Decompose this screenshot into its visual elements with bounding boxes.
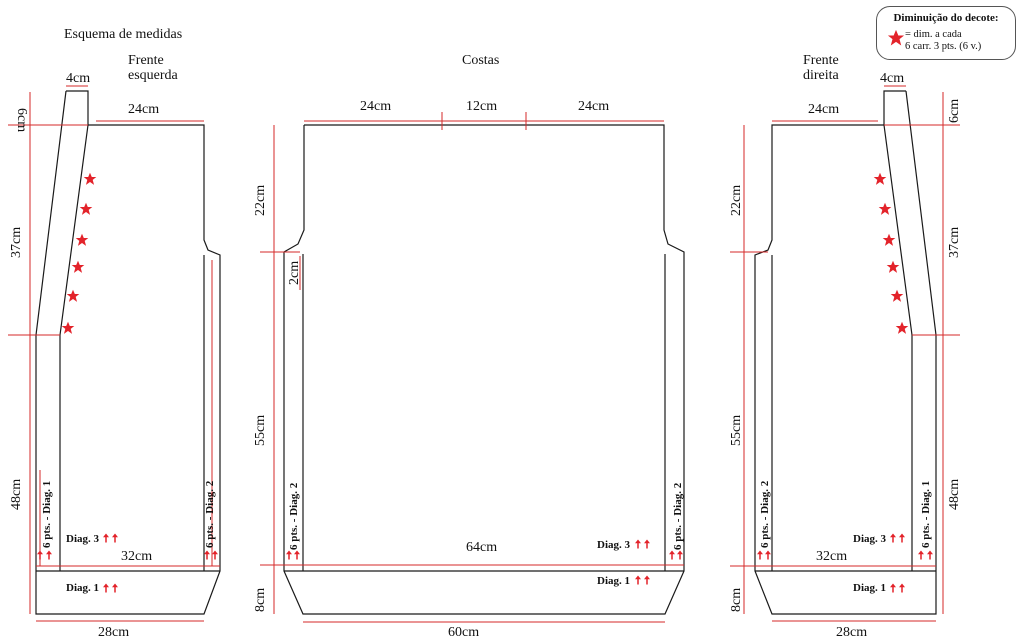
up-arrow-icon <box>757 550 763 560</box>
left-front-label-1: Frente <box>128 53 164 68</box>
red-star-icon <box>882 233 896 246</box>
legend-title: Diminuição do decote: <box>893 12 999 24</box>
back-piece: Costas 24cm 12cm 24cm 22cm 2cm 55cm 8cm … <box>253 53 685 638</box>
red-star-icon <box>66 289 80 302</box>
legend-line-1: = dim. a cada <box>905 29 962 40</box>
right-front-shoulder-width: 4cm <box>880 71 904 86</box>
back-left-shoulder: 24cm <box>360 99 391 114</box>
left-front-diag1-note: Diag. 1 <box>66 582 99 594</box>
up-arrow-icon <box>112 583 118 593</box>
up-arrow-icon <box>37 550 43 560</box>
up-arrow-icon <box>212 550 218 560</box>
up-arrow-icon <box>635 539 641 549</box>
back-armhole-shaping: 2cm <box>287 261 302 285</box>
up-arrow-icon <box>103 533 109 543</box>
left-front-top-width: 24cm <box>128 102 159 117</box>
right-front-shoulder-height: 6cm <box>947 99 962 123</box>
right-front-rib-height: 8cm <box>729 588 744 612</box>
red-star-icon <box>79 202 93 215</box>
back-outline <box>283 124 685 615</box>
up-arrow-icon <box>112 533 118 543</box>
back-armhole-height: 22cm <box>253 185 268 216</box>
back-right-note: 6 pts. - Diag. 2 <box>672 482 684 550</box>
up-arrow-icon <box>635 575 641 585</box>
left-front-neck-line <box>59 124 89 571</box>
up-arrow-icon <box>204 550 210 560</box>
back-hem-width: 64cm <box>466 540 497 555</box>
back-rib-height: 8cm <box>253 588 268 612</box>
up-arrow-icon <box>286 550 292 560</box>
back-neck-width: 12cm <box>466 99 497 114</box>
red-star-icon <box>61 321 75 334</box>
back-body-height: 55cm <box>253 415 268 446</box>
up-arrow-icon <box>644 539 650 549</box>
left-front-rib-top-width: 32cm <box>121 549 152 564</box>
right-front-edge-note: 6 pts. - Diag. 1 <box>920 481 932 548</box>
left-front-side-note: 6 pts. - Diag. 2 <box>204 480 216 548</box>
right-front-armhole-height: 22cm <box>729 185 744 216</box>
right-front-label-1: Frente <box>803 53 839 68</box>
up-arrow-icon <box>669 550 675 560</box>
up-arrow-icon <box>677 550 683 560</box>
legend-line-2: 6 carr. 3 pts. (6 v.) <box>905 41 982 52</box>
right-front-diag1-note: Diag. 1 <box>853 582 886 594</box>
up-arrow-icon <box>918 550 924 560</box>
neckline-decrease-legend: Diminuição do decote: = dim. a cada 6 ca… <box>876 6 1016 60</box>
up-arrow-icon <box>890 533 896 543</box>
right-front-rib-top-width: 32cm <box>816 549 847 564</box>
right-front-diag3-note: Diag. 3 <box>853 533 887 545</box>
right-front-bottom-width: 28cm <box>836 625 867 638</box>
diagram-title: Esquema de medidas <box>64 27 182 42</box>
up-arrow-icon <box>899 533 905 543</box>
left-front-neck-height: 37cm <box>9 227 24 258</box>
back-label: Costas <box>462 53 499 68</box>
left-front-piece: Frente esquerda 4cm 24cm 6cm 37cm 48cm 3… <box>8 53 221 638</box>
up-arrow-icon <box>103 583 109 593</box>
up-arrow-icon <box>899 583 905 593</box>
red-star-icon <box>71 260 85 273</box>
right-front-side-note: 6 pts. - Diag. 2 <box>759 480 771 548</box>
up-arrow-icon <box>46 550 52 560</box>
left-front-shoulder-width: 4cm <box>66 71 90 86</box>
right-front-body-height: 48cm <box>947 479 962 510</box>
red-star-icon <box>895 321 909 334</box>
left-front-label-2: esquerda <box>128 68 179 83</box>
red-star-icon <box>878 202 892 215</box>
back-left-note: 6 pts. - Diag. 2 <box>288 482 300 550</box>
red-star-icon <box>83 172 97 185</box>
left-front-bottom-width: 28cm <box>98 625 129 638</box>
left-front-edge-note: 6 pts. - Diag. 1 <box>41 481 53 548</box>
right-front-neck-height: 37cm <box>947 227 962 258</box>
back-right-shoulder: 24cm <box>578 99 609 114</box>
back-diag3-note: Diag. 3 <box>597 539 631 551</box>
right-front-top-width: 24cm <box>808 102 839 117</box>
up-arrow-icon <box>644 575 650 585</box>
right-front-label-2: direita <box>803 68 840 83</box>
up-arrow-icon <box>927 550 933 560</box>
red-star-icon <box>886 260 900 273</box>
back-bottom-width: 60cm <box>448 625 479 638</box>
right-front-body-length: 55cm <box>729 415 744 446</box>
left-front-shoulder-height: 6cm <box>14 108 29 132</box>
up-arrow-icon <box>294 550 300 560</box>
left-front-body-height: 48cm <box>9 479 24 510</box>
red-star-icon <box>890 289 904 302</box>
right-front-neck-line <box>883 124 913 571</box>
right-front-outline <box>754 90 937 615</box>
red-star-icon <box>75 233 89 246</box>
up-arrow-icon <box>765 550 771 560</box>
left-front-outline <box>35 90 221 615</box>
left-front-diag3-note: Diag. 3 <box>66 533 100 545</box>
red-star-icon <box>873 172 887 185</box>
up-arrow-icon <box>890 583 896 593</box>
red-star-icon <box>887 29 905 46</box>
back-diag1-note: Diag. 1 <box>597 575 630 587</box>
right-front-piece: Frente direita 4cm 24cm 6cm 37cm 48cm 22… <box>729 53 962 638</box>
